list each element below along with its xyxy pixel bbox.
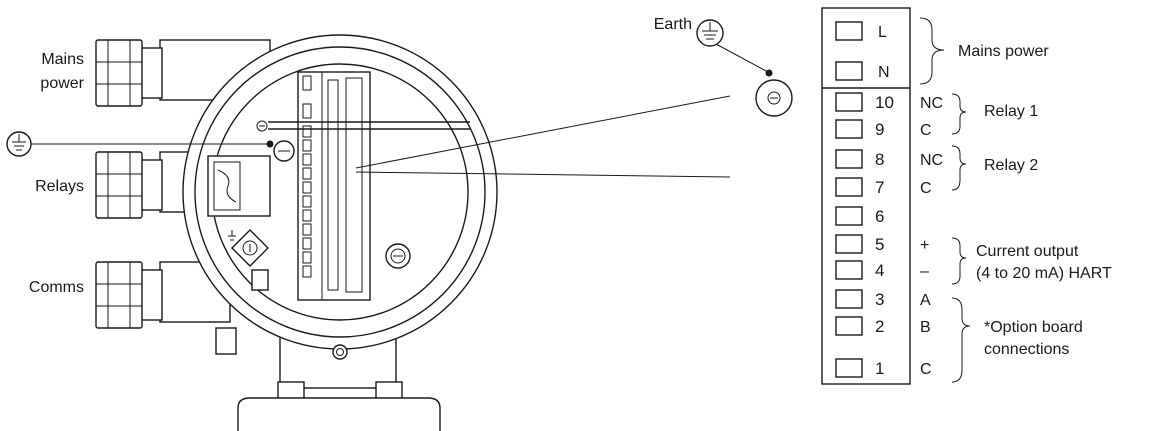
terminal-number: 3 <box>875 290 884 309</box>
brace-option <box>951 297 971 383</box>
terminal-box <box>835 61 863 81</box>
terminal-box <box>835 234 863 254</box>
label-mains-power-line2: power <box>40 75 84 92</box>
gland-comms <box>95 261 231 329</box>
terminal-code: NC <box>920 95 943 112</box>
label-relay-2: Relay 2 <box>984 157 1038 174</box>
terminal-code: L <box>878 24 887 41</box>
zoom-line-bottom <box>355 171 731 178</box>
terminal-number: 9 <box>875 120 884 139</box>
brace-mains <box>919 17 945 85</box>
earth-screw-icon <box>755 79 793 117</box>
terminal-code: NC <box>920 152 943 169</box>
brace-relay1 <box>951 93 967 135</box>
terminal-code: C <box>920 122 932 139</box>
label-relay-1: Relay 1 <box>984 103 1038 120</box>
zoom-line-top <box>355 95 731 169</box>
label-option-board-line2: connections <box>984 341 1069 358</box>
terminal-code: + <box>920 237 929 254</box>
terminal-box <box>835 92 863 112</box>
terminal-code: C <box>920 361 932 378</box>
terminal-box <box>835 260 863 280</box>
terminal-number: 8 <box>875 150 884 169</box>
terminal-code: B <box>920 319 931 336</box>
terminal-number: 1 <box>875 359 884 378</box>
terminal-box <box>835 316 863 336</box>
braces <box>919 17 971 383</box>
terminal-box <box>835 149 863 169</box>
terminal-code: C <box>920 180 932 197</box>
terminal-box <box>835 119 863 139</box>
earth-icon <box>6 131 32 157</box>
terminal-code: N <box>878 64 890 81</box>
label-relays: Relays <box>35 178 84 195</box>
earth-top-dot <box>765 69 773 77</box>
terminal-box <box>835 289 863 309</box>
earth-top-leader <box>715 43 769 73</box>
label-mains-power-line1: Mains <box>41 51 84 68</box>
terminal-box <box>835 358 863 378</box>
earth-top-icon <box>696 19 724 47</box>
terminal-box <box>835 21 863 41</box>
earth-point-dot <box>266 140 274 148</box>
terminal-number: 6 <box>875 207 884 226</box>
terminal-number: 2 <box>875 317 884 336</box>
terminal-code: A <box>920 292 931 309</box>
label-current-output-line2: (4 to 20 mA) HART <box>976 265 1112 282</box>
terminal-code: – <box>920 263 929 280</box>
terminal-strip-internal <box>268 71 470 301</box>
terminal-box <box>835 206 863 226</box>
label-comms: Comms <box>29 279 84 296</box>
terminal-number: 5 <box>875 235 884 254</box>
label-earth: Earth <box>654 16 692 33</box>
brace-relay2 <box>951 145 967 191</box>
label-mains-power-right: Mains power <box>958 43 1049 60</box>
label-current-output-line1: Current output <box>976 243 1079 260</box>
brace-current <box>951 237 967 285</box>
terminal-number: 4 <box>875 261 884 280</box>
terminal-box <box>835 177 863 197</box>
terminal-number: 10 <box>875 93 894 112</box>
label-option-board-line1: *Option board <box>984 319 1083 336</box>
terminal-number: 7 <box>875 178 884 197</box>
internal-fittings <box>207 120 411 291</box>
